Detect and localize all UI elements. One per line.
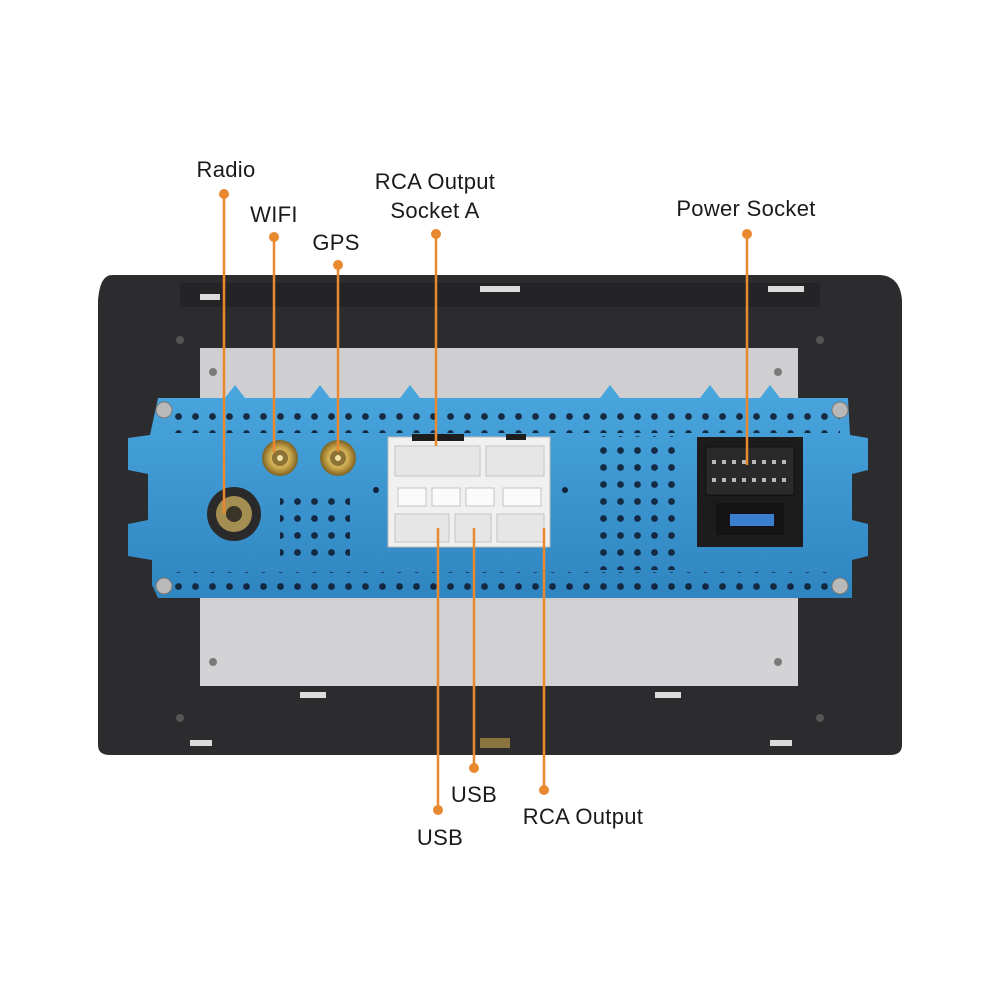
- radio-antenna-jack: [207, 487, 261, 541]
- label-power-socket: Power Socket: [676, 196, 816, 221]
- label-rca-output: RCA Output: [522, 804, 644, 829]
- rca-socket-a-leader-dot: [431, 229, 441, 239]
- wifi-leader-dot: [269, 232, 279, 242]
- label-gps: GPS: [312, 230, 360, 255]
- label-rca-output-socket-a-line1: RCA Output: [374, 169, 496, 194]
- label-radio: Radio: [196, 157, 256, 182]
- gps-leader-dot: [333, 260, 343, 270]
- label-usb-2: USB: [450, 782, 498, 807]
- leader-lines: [219, 189, 752, 815]
- label-usb-1: USB: [416, 825, 464, 850]
- usb-1-leader-dot: [433, 805, 443, 815]
- wifi-connector: [262, 440, 298, 476]
- white-connector-block: [387, 434, 551, 548]
- radio-leader-dot: [219, 189, 229, 199]
- usb-2-leader-dot: [469, 763, 479, 773]
- power-socket-leader-dot: [742, 229, 752, 239]
- power-socket-block: [697, 437, 803, 547]
- rca-output-leader-dot: [539, 785, 549, 795]
- label-rca-output-socket-a-line2: Socket A: [390, 198, 480, 223]
- gps-connector: [320, 440, 356, 476]
- label-wifi: WIFI: [250, 202, 298, 227]
